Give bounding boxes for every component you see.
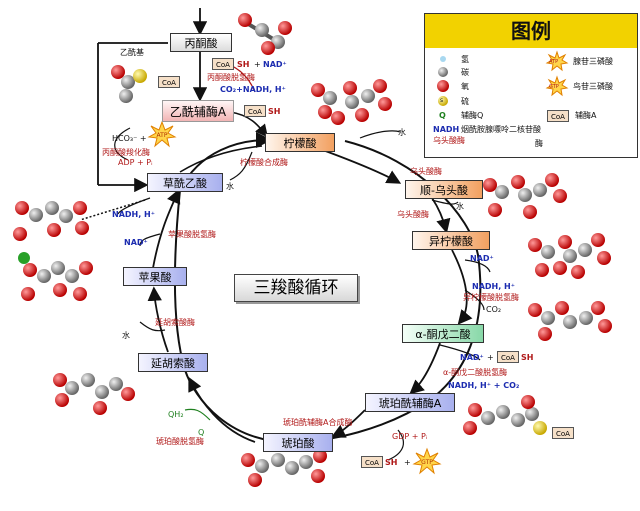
sdh-q: Q — [198, 428, 205, 437]
legend-symbol-atp: ATP — [549, 59, 559, 65]
hco3-label: HCO₃⁻ + — [112, 134, 147, 143]
mdh-nad: NAD⁺ — [124, 238, 148, 247]
water-aco2: 水 — [456, 202, 464, 211]
oxaloacetate-molecule — [13, 201, 89, 241]
akg-box: α-酮戊二酸 — [402, 324, 484, 343]
legend-title: 图例 — [425, 14, 637, 48]
water-cs: 水 — [226, 182, 234, 191]
legend-symbol-q: Q — [439, 111, 446, 120]
idh-nad: NAD⁺ — [470, 254, 494, 263]
acetyl-molecule — [111, 65, 147, 103]
pyruvate-molecule — [238, 13, 292, 55]
atp-burst-icon: ATP — [147, 120, 177, 148]
oxygen-swatch-icon — [437, 80, 449, 92]
pdh-sh: SH — [237, 60, 250, 69]
legend-symbol-gtp: GTP — [549, 84, 559, 90]
legend-label-nadh: 烟酰胺腺嘌呤二核苷酸 — [461, 125, 541, 134]
legend-label-hydrogen: 氢 — [461, 55, 469, 64]
gtp-burst-text: GTP — [421, 459, 433, 466]
water-aco1: 水 — [398, 128, 406, 137]
acetylcoa-sh: SH — [268, 107, 281, 116]
acetyl-group-label: 乙酰基 — [120, 48, 144, 57]
coa-tag-pdh: CoA — [212, 58, 234, 70]
enzyme-cs: 柠檬酸合成酶 — [240, 158, 288, 167]
akgdh-sh: SH — [521, 353, 534, 362]
cis-aconitate-box: 顺-乌头酸 — [405, 180, 483, 199]
pdh-plus: + — [254, 60, 261, 69]
idh-nadh: NADH, H⁺ — [472, 282, 515, 291]
acetyl-coa-box: 乙酰辅酶A — [162, 100, 234, 122]
legend-symbol-sulfur: s — [440, 97, 444, 104]
akgdh-nadh-co2: NADH, H⁺ + CO₂ — [448, 381, 520, 390]
succinate-molecule — [241, 449, 327, 487]
pdh-nad: NAD⁺ — [263, 60, 287, 69]
pyruvate-box: 丙酮酸 — [170, 33, 232, 52]
fumarate-molecule — [53, 373, 135, 415]
mdh-nadh: NADH, H⁺ — [112, 210, 155, 219]
enzyme-aco1: 乌头酸酶 — [410, 167, 442, 176]
legend-label-gtp: 鸟苷三磷酸 — [573, 82, 613, 91]
idh-co2: CO₂ — [486, 305, 502, 314]
scs-gdp: GDP + Pᵢ — [392, 432, 428, 441]
enzyme-aco2: 乌头酸酶 — [397, 210, 429, 219]
coa-tag-acetyl: CoA — [158, 76, 180, 88]
coa-tag-scs: CoA — [361, 456, 383, 468]
akg-molecule — [528, 301, 612, 341]
sulfur-swatch-icon — [438, 96, 448, 106]
aconitate-molecule — [483, 173, 567, 219]
legend-overflow: 乌头酸酶 — [433, 136, 465, 145]
enzyme-akgdh: α-酮戊二酸脱氢酶 — [443, 368, 508, 377]
enzyme-scs: 琥珀酰辅酶A合成酶 — [283, 418, 353, 427]
pc-adp: ADP + Pᵢ — [118, 158, 153, 167]
citrate-molecule — [311, 79, 392, 125]
akgdh-nad: NAD⁺ — [460, 353, 484, 362]
succinate-box: 琥珀酸 — [263, 433, 333, 452]
atp-swatch-icon — [545, 50, 569, 72]
gtp-burst-icon: GTP — [412, 447, 442, 475]
succinyl-coa-molecule — [463, 395, 547, 435]
legend-label-atp: 腺苷三磷酸 — [573, 57, 613, 66]
enzyme-idh: 异柠檬酸脱氢酶 — [463, 293, 519, 302]
citrate-box: 柠檬酸 — [265, 133, 335, 152]
cycle-title: 三羧酸循环 — [234, 274, 358, 302]
enzyme-mdh: 苹果酸脱氢酶 — [168, 230, 216, 239]
legend-label-q: 辅酶Q — [461, 111, 484, 120]
pdh-co2-nadh: CO₂+NADH, H⁺ — [220, 85, 286, 94]
legend-swatches — [437, 50, 569, 106]
legend-overflow-2: 酶 — [535, 139, 543, 148]
scs-sh: SH — [385, 458, 398, 467]
atp-burst-text: ATP — [157, 132, 168, 139]
hydrogen-swatch-icon — [440, 56, 446, 62]
legend: 图例 氢 碳 氧 s 硫 Q 辅酶Q NADH 烟酰胺腺嘌呤二核苷酸 乌头酸酶 … — [424, 13, 638, 158]
enzyme-pc: 丙酮酸羧化酶 — [102, 148, 150, 157]
akgdh-plus: + — [487, 353, 494, 362]
enzyme-pdh: 丙酮酸脱氢酶 — [207, 73, 255, 82]
gtp-swatch-icon — [545, 75, 569, 97]
enzyme-sdh: 琥珀酸脱氢酶 — [156, 437, 204, 446]
coa-tag-succinylcoa: CoA — [552, 427, 574, 439]
legend-label-oxygen: 氧 — [461, 82, 469, 91]
enzyme-fh: 延胡索酸酶 — [155, 318, 195, 327]
malate-box: 苹果酸 — [123, 267, 187, 286]
malate-molecule — [18, 252, 93, 301]
legend-symbol-coa: CoA — [547, 110, 569, 122]
water-fh: 水 — [122, 331, 130, 340]
fumarate-box: 延胡索酸 — [138, 353, 208, 372]
carbon-swatch-icon — [438, 67, 448, 77]
succinyl-coa-box: 琥珀酰辅酶A — [365, 393, 455, 412]
coa-tag-akgdh: CoA — [497, 351, 519, 363]
scs-plus: + — [404, 458, 411, 467]
legend-label-carbon: 碳 — [461, 68, 469, 77]
legend-label-sulfur: 硫 — [461, 97, 469, 106]
legend-label-coa: 辅酶A — [575, 111, 597, 120]
oxaloacetate-box: 草酰乙酸 — [147, 173, 223, 192]
legend-symbol-nadh: NADH — [433, 125, 460, 134]
coa-tag-acetylcoa: CoA — [244, 105, 266, 117]
isocitrate-box: 异柠檬酸 — [412, 231, 490, 250]
sdh-qh2: QH₂ — [168, 410, 184, 419]
isocitrate-molecule — [528, 233, 611, 279]
